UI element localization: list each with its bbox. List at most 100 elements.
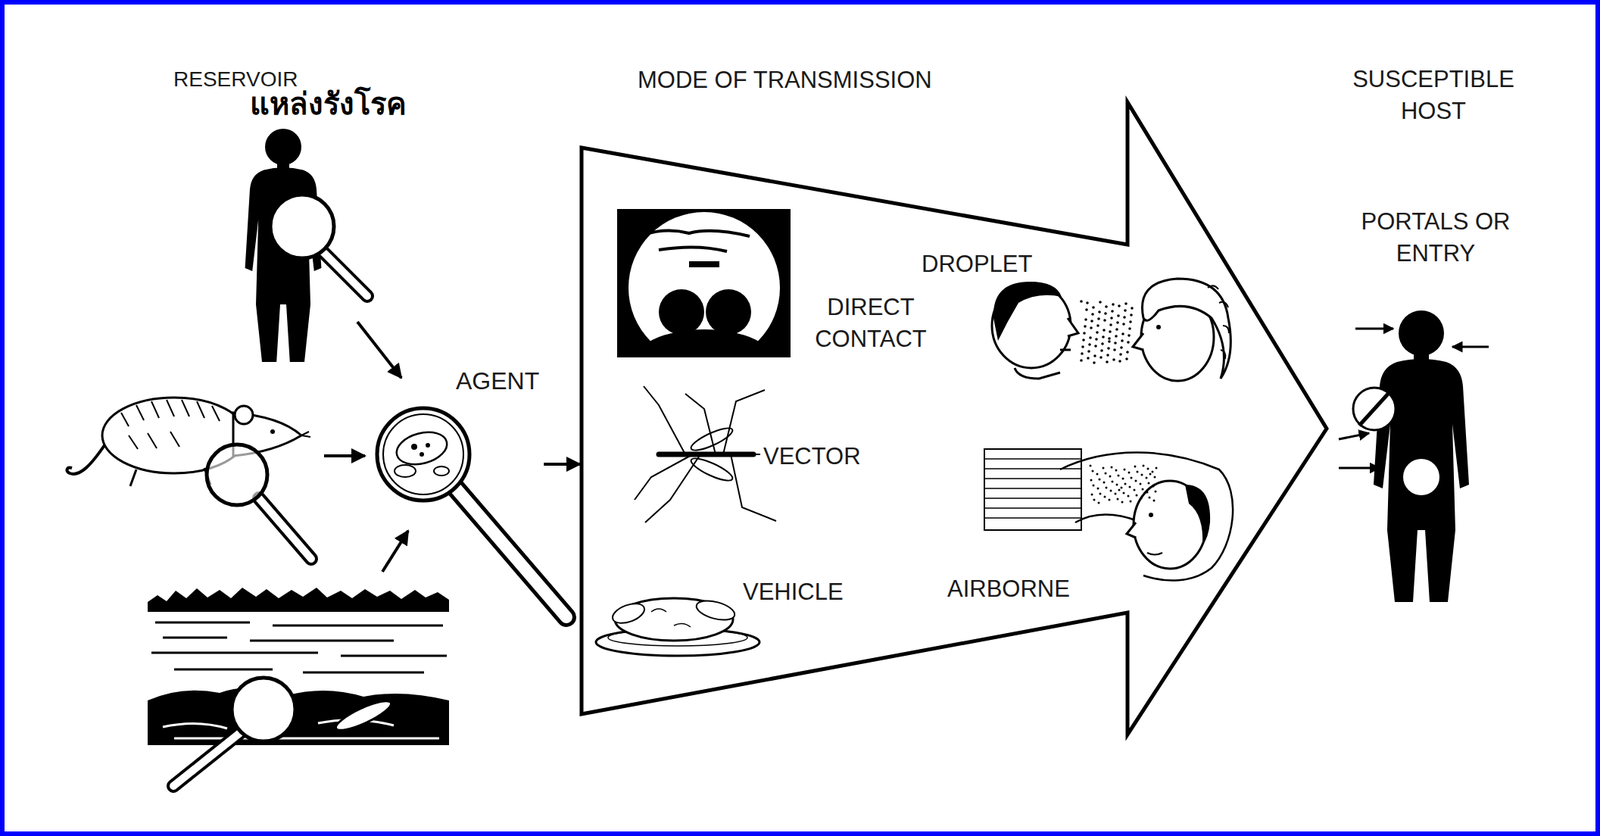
environment-reservoir <box>173 732 241 786</box>
droplet-picture <box>1111 302 1115 306</box>
airborne-picture <box>984 458 1082 518</box>
host-figure <box>1338 310 1489 602</box>
host-figure <box>1403 458 1440 496</box>
mode-label: DROPLET <box>921 248 1033 281</box>
droplet-picture <box>1092 361 1096 365</box>
host-figure <box>1373 310 1470 602</box>
droplet-picture <box>1126 340 1130 344</box>
direct-contact-picture <box>617 208 791 398</box>
animal-reservoir <box>66 442 107 475</box>
airborne-picture <box>1148 496 1151 500</box>
mode-label: VECTOR <box>763 440 861 473</box>
droplet-picture <box>1103 318 1107 322</box>
agent-heading: AGENT <box>455 364 540 397</box>
animal-reservoir <box>66 397 365 559</box>
droplet-picture <box>1117 304 1121 308</box>
airborne-picture <box>1118 489 1121 492</box>
airborne-picture <box>1148 512 1154 518</box>
droplet-picture <box>1082 338 1086 342</box>
airborne-picture <box>1104 472 1108 475</box>
airborne-picture <box>1103 481 1106 484</box>
droplet-picture <box>1088 343 1092 347</box>
direct-contact-picture <box>632 329 777 358</box>
airborne-picture <box>1154 490 1158 493</box>
droplet-picture <box>991 278 1231 381</box>
droplet-picture <box>1094 337 1098 341</box>
airborne-picture <box>1097 487 1100 490</box>
droplet-picture <box>1141 278 1231 379</box>
droplet-picture <box>1115 327 1119 331</box>
droplet-picture <box>1104 305 1108 309</box>
airborne-picture <box>1126 522 1136 538</box>
airborne-picture <box>1123 468 1126 471</box>
droplet-picture <box>1116 321 1120 325</box>
host-figure <box>1338 467 1380 470</box>
airborne-picture <box>1135 480 1138 483</box>
airborne-picture <box>1124 483 1127 486</box>
airborne-picture <box>1153 499 1156 503</box>
droplet-picture <box>1110 309 1114 313</box>
airborne-picture <box>1129 486 1132 489</box>
airborne-picture <box>1108 499 1111 502</box>
droplet-picture <box>1104 311 1108 316</box>
droplet-picture <box>1088 336 1092 340</box>
droplet-picture <box>1110 316 1114 320</box>
airborne-picture <box>1102 467 1105 470</box>
droplet-picture <box>1120 339 1124 343</box>
mosquito-vector <box>634 454 693 500</box>
droplet-picture <box>1207 285 1229 359</box>
environment-reservoir <box>147 587 450 612</box>
mosquito-vector <box>643 386 686 455</box>
airborne-picture <box>1135 494 1139 497</box>
animal-reservoir <box>121 399 220 450</box>
environment-reservoir <box>147 530 450 786</box>
droplet-picture <box>1107 336 1111 340</box>
airborne-picture <box>1090 479 1093 482</box>
agent-lens-outline <box>392 427 451 470</box>
transmission-arrow-outline <box>581 102 1327 735</box>
transmission-heading: MODE OF TRANSMISSION <box>637 64 933 97</box>
droplet-picture <box>1060 349 1071 352</box>
droplet-picture <box>1130 306 1134 310</box>
food-vehicle <box>694 597 737 624</box>
droplet-picture <box>1113 348 1117 352</box>
droplet-picture <box>1109 323 1113 327</box>
droplet-picture <box>1122 322 1126 326</box>
mosquito-vector <box>688 454 735 485</box>
airborne-picture <box>1185 484 1211 546</box>
droplet-picture <box>1124 302 1128 306</box>
droplet-picture <box>1097 317 1101 321</box>
airborne-picture <box>1122 477 1125 481</box>
droplet-picture <box>1118 359 1122 363</box>
airborne-picture <box>1111 480 1114 484</box>
environment-reservoir <box>151 622 447 673</box>
droplet-picture <box>1091 305 1095 309</box>
agent-lens-outline <box>411 443 418 450</box>
droplet-picture <box>1083 324 1087 328</box>
environment-reservoir <box>162 720 440 739</box>
portals-label: PORTALS OR ENTRY <box>1344 205 1527 270</box>
droplet-picture <box>1094 344 1098 348</box>
airborne-picture <box>1097 502 1101 505</box>
airborne-picture <box>1109 475 1112 478</box>
human-reservoir <box>270 194 334 259</box>
direct-contact-picture <box>628 212 780 358</box>
airborne-picture <box>984 449 1082 531</box>
airborne-picture <box>1139 483 1142 486</box>
mode-label: AIRBORNE <box>947 573 1070 606</box>
droplet-picture <box>1122 315 1126 319</box>
airborne-picture <box>984 449 1233 581</box>
droplet-picture <box>1097 310 1101 314</box>
droplet-picture <box>1087 349 1091 353</box>
animal-reservoir <box>206 444 268 506</box>
droplet-picture <box>1089 326 1093 330</box>
droplet-picture <box>1084 318 1088 322</box>
droplet-picture <box>1091 312 1095 316</box>
droplet-picture <box>1119 352 1123 356</box>
animal-reservoir <box>258 498 312 559</box>
droplet-picture <box>1123 308 1127 312</box>
airborne-picture <box>1149 473 1152 476</box>
